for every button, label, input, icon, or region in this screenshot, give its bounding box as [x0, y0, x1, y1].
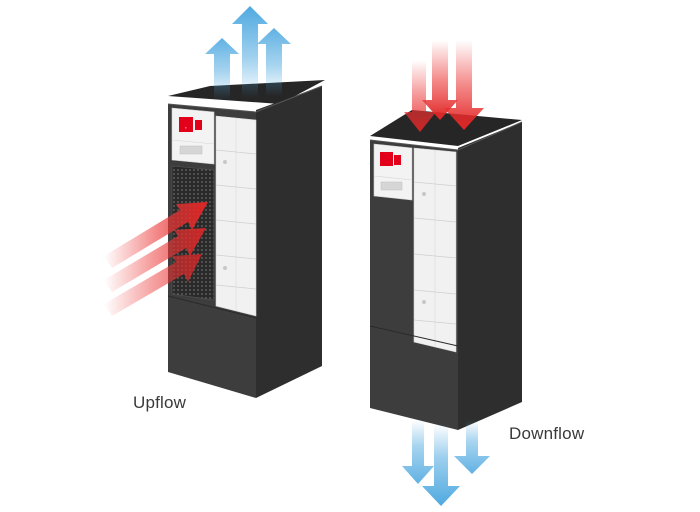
downflow-logo: [380, 152, 393, 166]
upflow-door-handle-upper: [223, 160, 227, 164]
downflow-door-handle-upper: [422, 192, 426, 196]
svg-text:▪: ▪: [185, 125, 187, 130]
downflow-door-handle-lower: [422, 300, 426, 304]
upflow-control-panel: [171, 107, 215, 165]
arrow-down-icon: [402, 420, 434, 484]
upflow-display: [179, 145, 203, 155]
upflow-intake-arrows: [104, 202, 208, 316]
arrow-right-icon: [104, 254, 202, 316]
downflow-cabinet-top: [370, 110, 522, 146]
upflow-label: Upflow: [133, 393, 187, 412]
arrow-down-icon: [422, 40, 458, 120]
downflow-cabinet-side: [458, 122, 522, 430]
arrow-right-icon: [104, 228, 206, 292]
downflow-unit: [369, 110, 523, 430]
arrow-up-icon: [257, 28, 291, 96]
upflow-cabinet-side: [256, 86, 322, 398]
downflow-supply-arrows: [402, 420, 490, 506]
arrow-right-icon: [104, 202, 208, 268]
arrow-down-icon: [404, 60, 436, 132]
arrow-up-icon: [232, 6, 268, 98]
upflow-door-handle-lower: [223, 266, 227, 270]
arrow-up-icon: [205, 38, 239, 100]
upflow-unit: ▪: [167, 80, 325, 398]
downflow-intake-arrows: [404, 40, 484, 132]
arrow-down-icon: [454, 420, 490, 474]
downflow-label: Downflow: [509, 424, 585, 443]
arrow-down-icon: [444, 40, 484, 130]
arrow-down-icon: [422, 424, 460, 506]
downflow-display: [380, 181, 403, 191]
upflow-exhaust-arrows: [205, 6, 291, 100]
upflow-logo: [179, 117, 193, 132]
